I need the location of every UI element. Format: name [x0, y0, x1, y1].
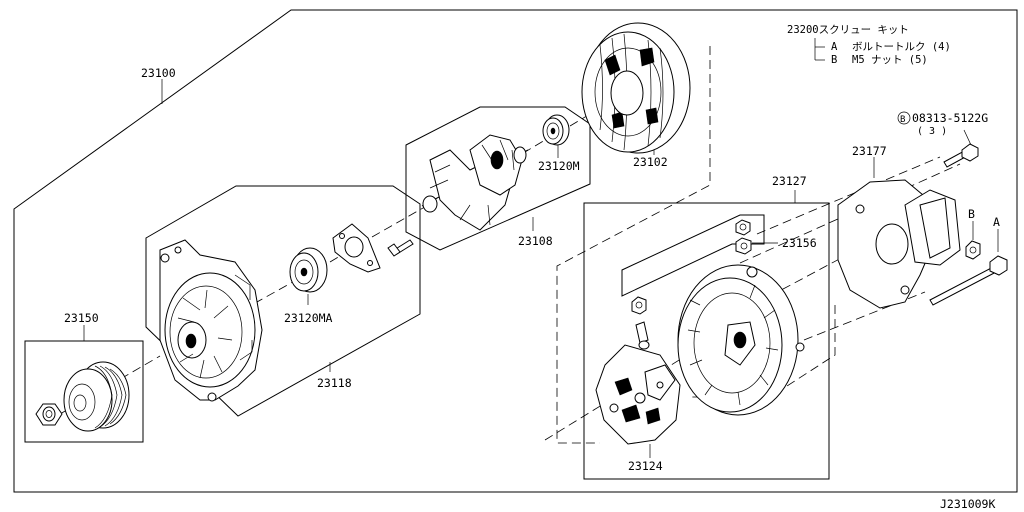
- rear-housing: [677, 264, 805, 416]
- kit-bracket: [814, 38, 825, 61]
- kit-item-b-letter: B: [831, 54, 837, 66]
- retainer-screw: [387, 239, 414, 257]
- label-23118: 23118: [317, 376, 352, 390]
- label-23120M: 23120M: [538, 159, 580, 173]
- rear-bearing: [542, 114, 570, 146]
- label-23156: 23156: [782, 236, 817, 250]
- nut-23156-lower: [735, 237, 752, 255]
- terminal-bolt: [635, 321, 650, 350]
- kit-item-b: M5 ナット (5): [852, 54, 928, 66]
- label-23150: 23150: [64, 311, 99, 325]
- front-housing: [159, 239, 263, 402]
- label-23108: 23108: [518, 234, 553, 248]
- label-23120MA: 23120MA: [284, 311, 333, 325]
- callout-letter-a: A: [993, 215, 1000, 229]
- pulley: [63, 361, 130, 432]
- bearing-retainer-plate: [332, 223, 381, 273]
- bolt-circle-letter: B: [900, 115, 905, 125]
- kit-item-a: ボルトートルク (4): [852, 41, 951, 53]
- cover-bolt: [943, 143, 979, 168]
- rear-cover: [837, 179, 961, 309]
- brush-holder: [595, 344, 681, 445]
- kit-title: 23200スクリュー キット: [787, 24, 909, 36]
- kit-item-a-letter: A: [831, 41, 838, 53]
- label-23127: 23127: [772, 174, 807, 188]
- label-23100: 23100: [141, 66, 176, 80]
- front-bearing: [289, 247, 328, 293]
- label-23102: 23102: [633, 155, 668, 169]
- callout-letter-b: B: [968, 207, 975, 221]
- label-23177: 23177: [852, 144, 887, 158]
- assembly-outline-23100: [13, 9, 1018, 493]
- terminal-nut: [631, 296, 647, 315]
- bolt-circle-b: [897, 111, 911, 125]
- label-08313-5122G: 08313-5122G: [912, 111, 988, 125]
- diagram-code: J231009K: [940, 497, 995, 511]
- stator: [581, 22, 691, 154]
- label-23124: 23124: [628, 459, 663, 473]
- through-bolt-a: [929, 255, 1008, 306]
- group-box-23156: [621, 214, 765, 297]
- group-box-23108: [405, 106, 591, 251]
- nut-23156-upper: [735, 219, 751, 236]
- callout-b-nut: [965, 240, 981, 260]
- pulley-nut: [35, 403, 63, 426]
- label-bolt-qty: ( 3 ): [917, 126, 947, 137]
- group-box-23127: [583, 202, 830, 480]
- rotor: [421, 134, 529, 231]
